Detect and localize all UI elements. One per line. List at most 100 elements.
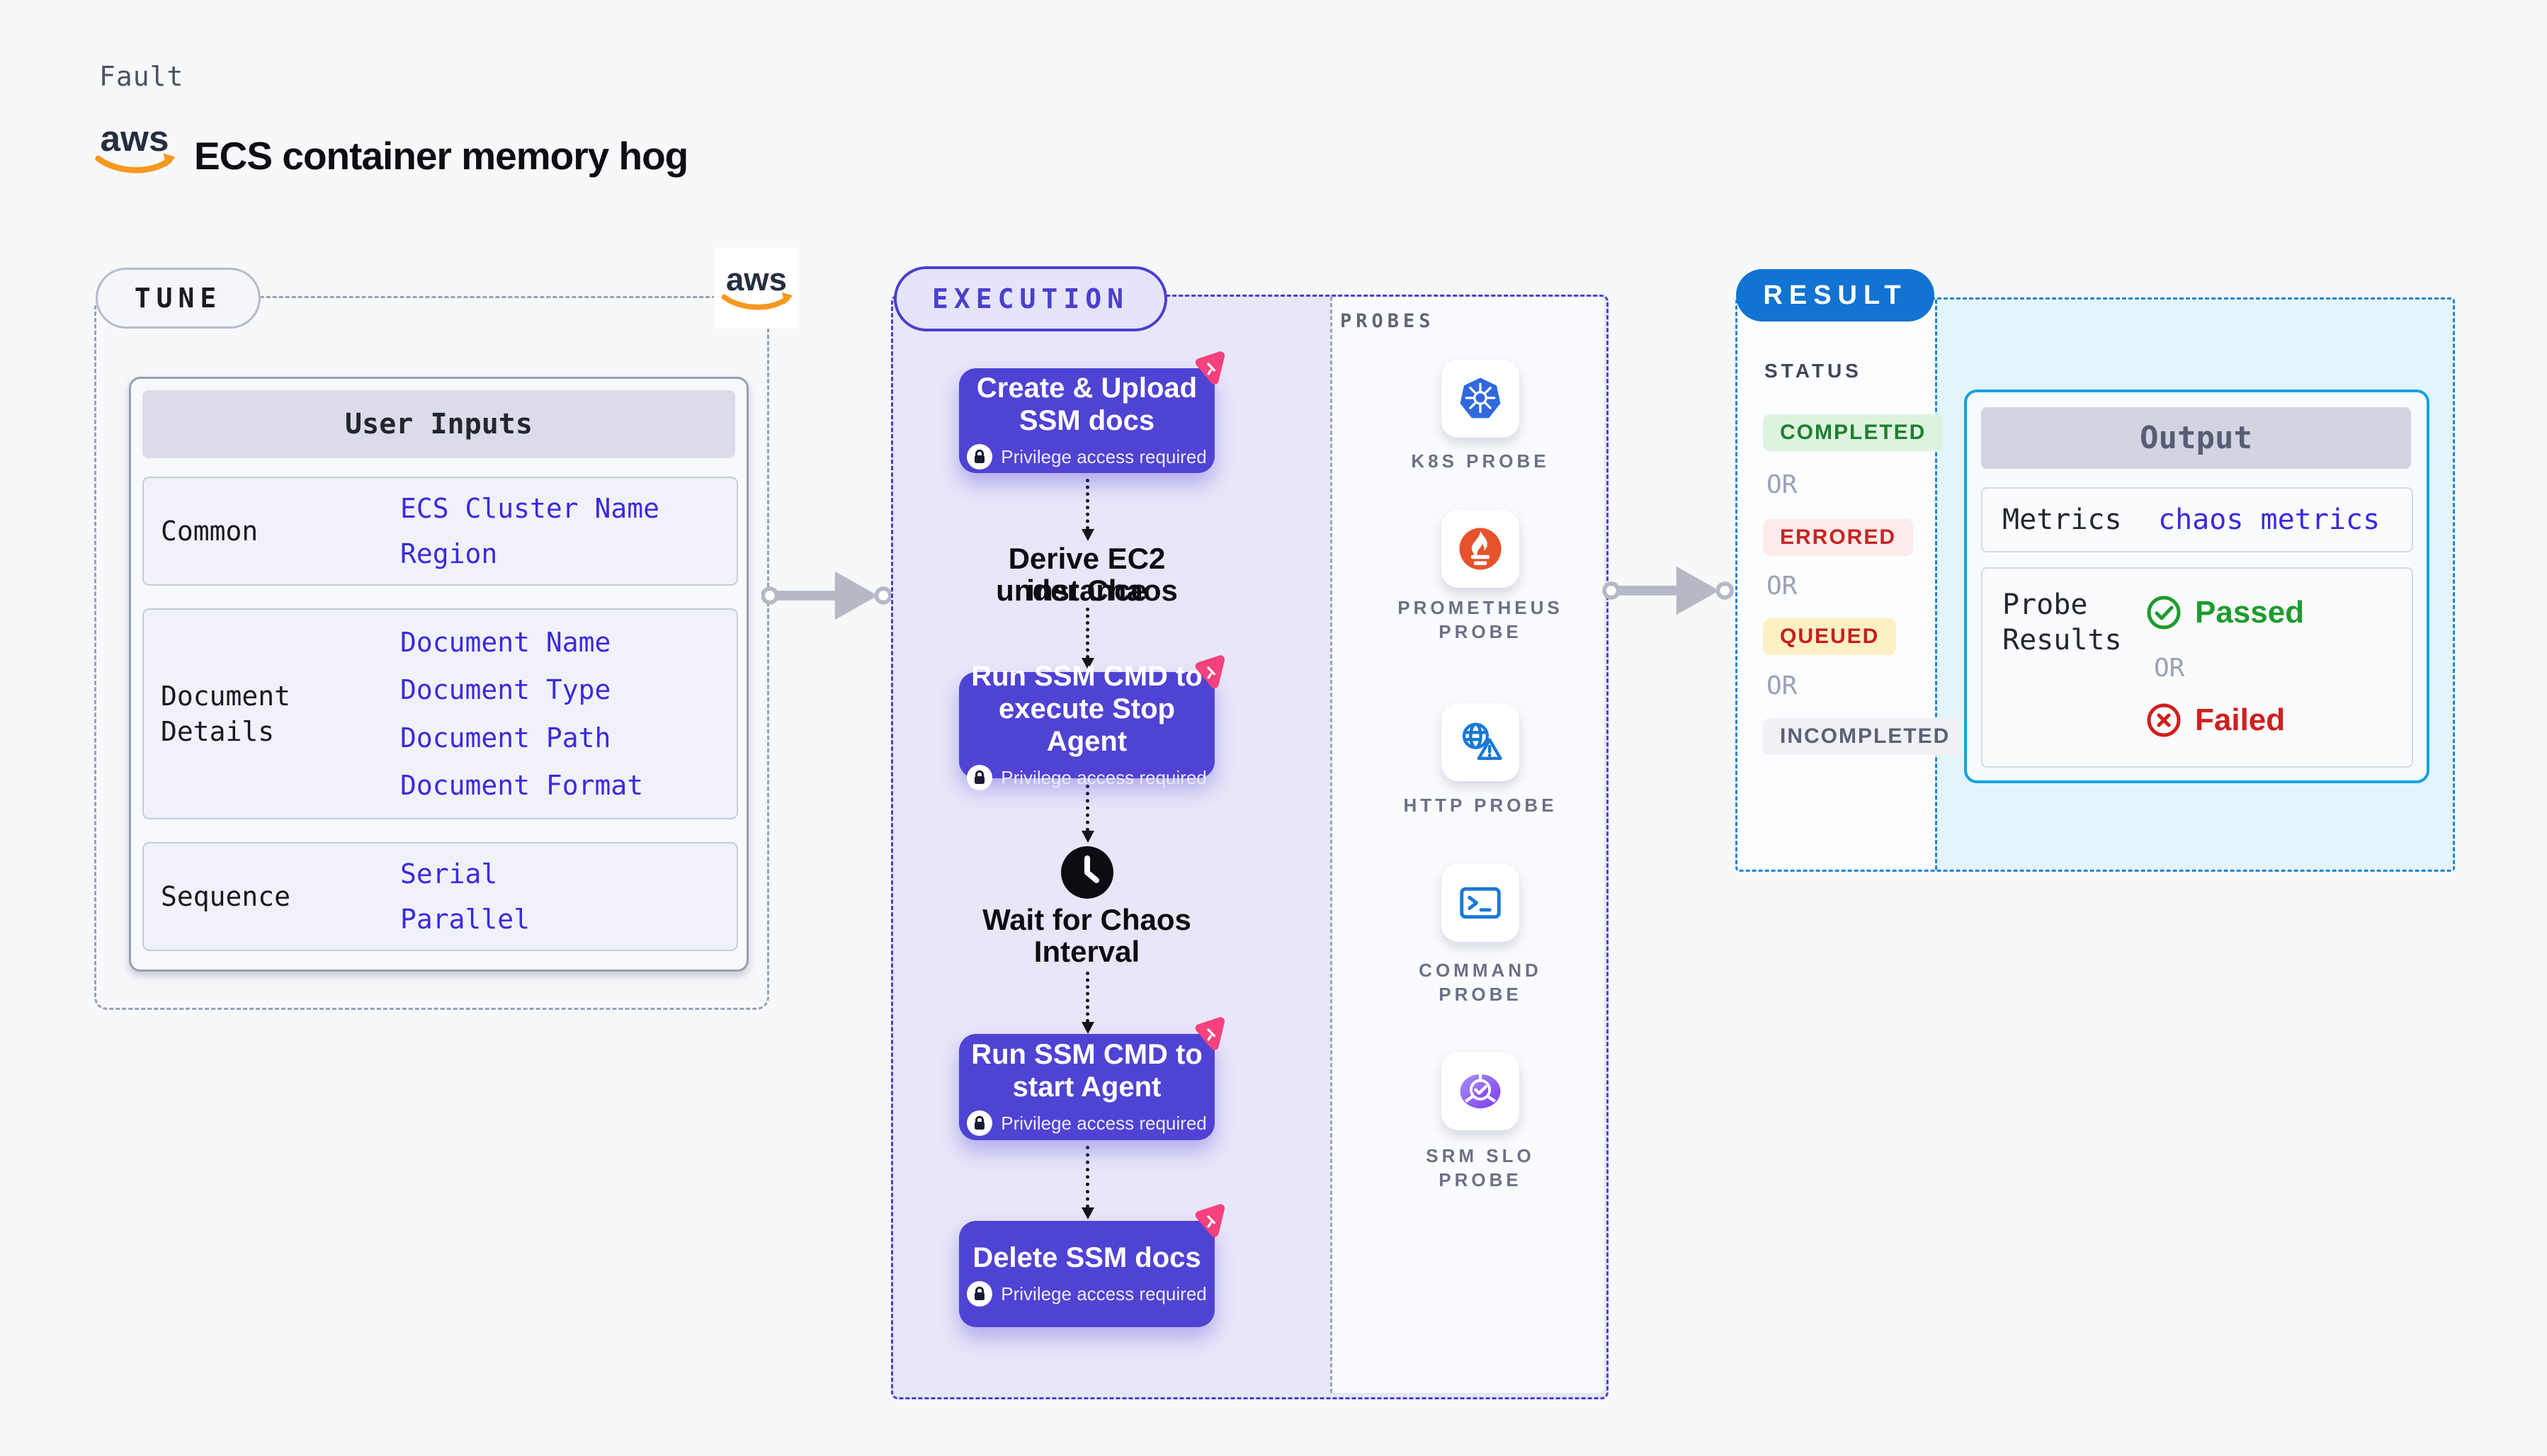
privilege-row: Privilege access required <box>967 444 1207 470</box>
arrow-tune-to-execution <box>761 564 893 630</box>
flow-arrow-down <box>1082 972 1094 1034</box>
input-value: Document Format <box>400 770 644 802</box>
lock-icon <box>967 765 993 790</box>
command-icon <box>1460 887 1501 919</box>
step-create-upload-ssm-docs: Create & Upload SSM docs Privilege acces… <box>959 368 1215 473</box>
row-label: Sequence <box>161 881 291 912</box>
verdict-failed: Failed <box>2145 702 2285 739</box>
flow-arrow-down <box>1082 479 1094 541</box>
privilege-note: Privilege access required <box>1001 1282 1207 1304</box>
input-value: ECS Cluster Name <box>400 492 660 524</box>
step-title-line: Run SSM CMD to <box>971 661 1203 692</box>
output-card: Output Metrics chaos metrics Probe Resul… <box>1964 389 2429 783</box>
check-circle-icon <box>2147 596 2181 630</box>
user-inputs-row-sequence: Sequence Serial Parallel <box>142 842 738 951</box>
command-probe-card <box>1441 864 1519 942</box>
http-probe-card <box>1441 703 1519 781</box>
privilege-note: Privilege access required <box>1001 766 1207 788</box>
chaos-sparkle-icon <box>1191 652 1232 695</box>
probe-label: PROMETHEUS PROBE <box>1397 597 1563 642</box>
step-title-line: start Agent <box>1012 1071 1162 1103</box>
tune-section-box <box>94 296 769 1010</box>
lock-icon <box>967 444 993 470</box>
probe-label: HTTP PROBE <box>1403 795 1558 816</box>
probes-panel <box>1330 297 1604 1393</box>
probe-results-row: Probe Results Passed OR Failed <box>1981 567 2413 768</box>
privilege-row: Privilege access required <box>967 1110 1207 1136</box>
status-badge-completed: COMPLETED <box>1763 414 1944 451</box>
metrics-row: Metrics chaos metrics <box>1981 487 2413 552</box>
row-values: ECS Cluster Name Region <box>400 478 659 584</box>
status-badge-errored: ERRORED <box>1763 519 1914 556</box>
user-inputs-row-common: Common ECS Cluster Name Region <box>142 477 738 586</box>
chaos-sparkle-icon <box>1191 1013 1232 1057</box>
clock-icon <box>1060 846 1114 903</box>
row-label: Document Details <box>161 681 291 747</box>
row-label: Common <box>161 516 259 547</box>
srm-slo-probe-card <box>1441 1052 1519 1130</box>
step-title-line: Create & Upload <box>976 372 1198 404</box>
step-title-line: execute Stop Agent <box>999 693 1175 757</box>
user-inputs-card: User Inputs Common ECS Cluster Name Regi… <box>129 377 749 972</box>
privilege-row: Privilege access required <box>967 765 1207 790</box>
input-value: Document Name <box>400 626 611 658</box>
lock-icon <box>967 1110 993 1136</box>
execution-pill: EXECUTION <box>894 266 1167 331</box>
probe-results-label: Probe Results <box>2002 588 2122 656</box>
probe-label: SRM SLO PROBE <box>1426 1145 1535 1190</box>
status-badge-queued: QUEUED <box>1763 618 1897 655</box>
aws-logo-text: aws <box>101 119 169 159</box>
input-value: Document Type <box>400 674 611 706</box>
or-separator: OR <box>1766 571 1798 601</box>
fault-kicker: Fault <box>99 61 184 92</box>
step-title-line: SSM docs <box>1019 405 1155 436</box>
row-values: Document Name Document Type Document Pat… <box>400 610 643 818</box>
verdict-passed: Passed <box>2145 594 2304 631</box>
step-title-line: Run SSM CMD to <box>971 1039 1203 1070</box>
chaos-sparkle-icon <box>1191 1200 1232 1244</box>
flow-arrow-down <box>1082 1146 1094 1219</box>
metrics-label: Metrics <box>2002 504 2122 536</box>
tune-aws-logo: aws <box>714 248 799 329</box>
user-inputs-header: User Inputs <box>142 390 735 458</box>
lock-icon <box>967 1281 993 1307</box>
privilege-note: Privilege access required <box>1001 1112 1207 1134</box>
status-title: STATUS <box>1764 360 1862 382</box>
step-wait-line1: Wait for Chaos <box>982 903 1191 936</box>
passed-text: Passed <box>2195 595 2305 630</box>
step-run-ssm-stop-agent: Run SSM CMD to execute Stop Agent Privil… <box>959 661 1215 790</box>
http-icon <box>1462 722 1502 761</box>
input-value: Serial <box>400 858 498 889</box>
or-separator: OR <box>2154 654 2185 683</box>
step-delete-ssm-docs: Delete SSM docs Privilege access require… <box>959 1221 1215 1327</box>
step-wait-line2: Interval <box>1033 935 1140 968</box>
arrow-execution-to-result <box>1601 559 1737 625</box>
probe-label: COMMAND PROBE <box>1419 960 1542 1005</box>
result-pill: RESULT <box>1736 269 1934 322</box>
or-separator: OR <box>1766 470 1798 499</box>
privilege-row: Privilege access required <box>967 1281 1207 1307</box>
failed-text: Failed <box>2195 703 2286 737</box>
probes-title: PROBES <box>1340 310 1435 332</box>
metrics-value: chaos metrics <box>2158 504 2381 536</box>
input-value: Document Path <box>400 722 611 753</box>
flow-arrow-down <box>1082 608 1094 670</box>
output-header: Output <box>1981 407 2411 469</box>
step-run-ssm-start-agent: Run SSM CMD to start Agent Privilege acc… <box>959 1034 1215 1140</box>
or-separator: OR <box>1766 671 1798 700</box>
prometheus-probe-card <box>1441 510 1519 588</box>
input-value: Region <box>400 538 498 570</box>
privilege-note: Privilege access required <box>1001 445 1207 467</box>
x-circle-icon <box>2147 703 2181 737</box>
step-title-line: Delete SSM docs <box>972 1242 1201 1273</box>
probe-label: K8S PROBE <box>1411 450 1550 472</box>
user-inputs-row-document: Document Details Document Name Document … <box>142 608 738 819</box>
input-value: Parallel <box>400 904 531 935</box>
k8s-probe-card <box>1441 360 1519 438</box>
aws-logo-text: aws <box>726 261 787 297</box>
tune-pill: TUNE <box>96 268 261 329</box>
status-badge-incompleted: INCOMPLETED <box>1763 718 1968 755</box>
flow-arrow-down <box>1082 785 1094 843</box>
step-derive-ec2-line2: under Chaos <box>996 574 1178 607</box>
